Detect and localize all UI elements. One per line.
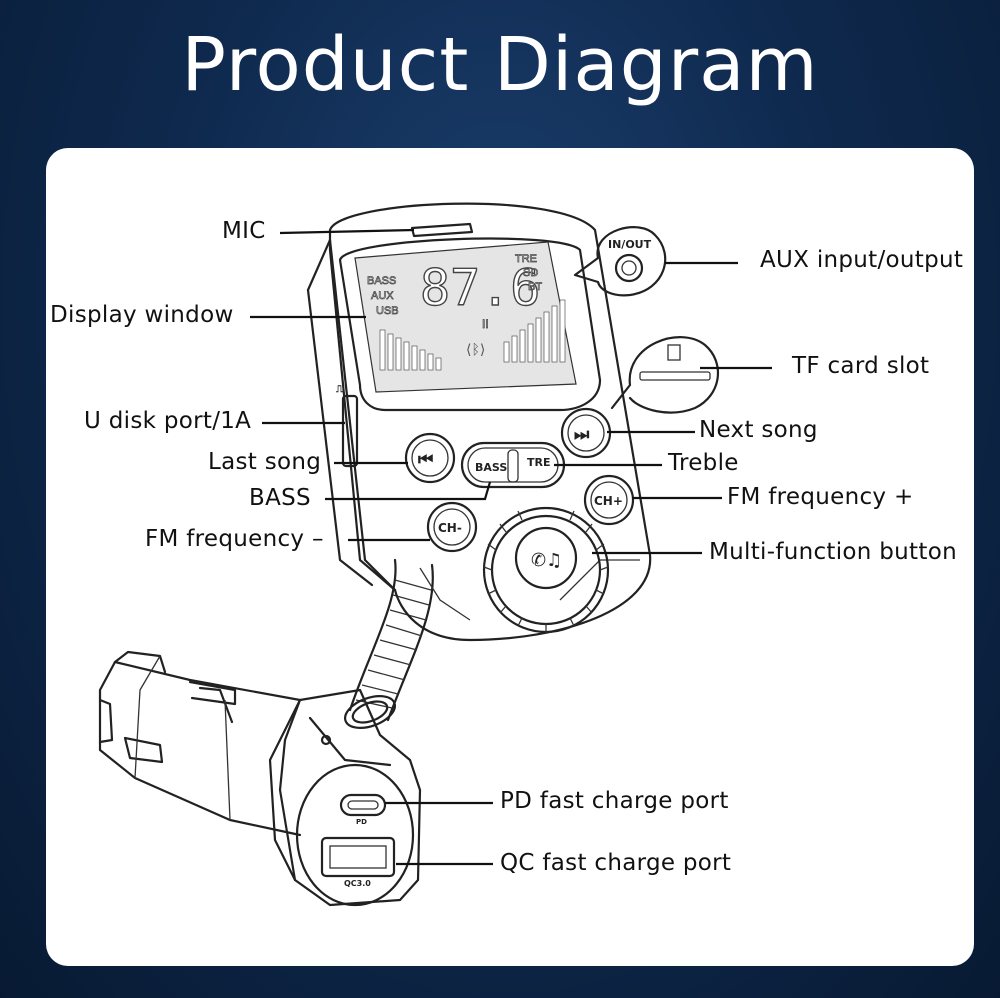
label-u-disk-port: U disk port/1A	[84, 408, 252, 434]
qc-port-shape	[320, 836, 396, 878]
label-bass: BASS	[249, 485, 311, 511]
head-unit: ⎍ 87.6 BASS AUX USB TRE SD BT II ⟨ᛒ⟩	[306, 202, 652, 642]
lcd-pause: II	[482, 317, 489, 331]
ch-plus-label: CH+	[594, 494, 623, 508]
label-next-song: Next song	[699, 417, 818, 443]
lcd-mode-tre: TRE	[515, 253, 537, 265]
label-aux: AUX input/output	[760, 247, 964, 273]
label-fm-minus: FM frequency –	[145, 526, 324, 552]
qc-port-mark: QC3.0	[344, 879, 371, 888]
leader-lines	[250, 228, 772, 866]
u-disk-port-shape	[341, 394, 359, 468]
label-fm-plus: FM frequency +	[727, 484, 914, 510]
lcd-bt-signal-icon: ⟨ᛒ⟩	[466, 341, 485, 357]
lcd-mode-usb: USB	[376, 305, 399, 317]
lcd-frequency: 87.6	[420, 259, 540, 317]
fast-forward-icon: ⏭	[574, 425, 590, 445]
label-last-song: Last song	[208, 449, 322, 475]
car-plug	[98, 650, 302, 837]
page-title: Product Diagram	[181, 22, 819, 108]
phone-music-icon: ✆♫	[531, 550, 562, 571]
tre-button-label: TRE	[527, 456, 551, 469]
lcd-equalizer-right	[503, 299, 566, 363]
multi-function-knob[interactable]: ✆♫	[482, 506, 610, 634]
tf-card-callout	[610, 336, 719, 414]
gooseneck	[344, 558, 434, 729]
ch-minus-label: CH-	[438, 521, 462, 535]
lcd-mode-aux: AUX	[371, 290, 394, 302]
ch-plus-button[interactable]: CH+	[583, 474, 635, 526]
label-treble: Treble	[668, 450, 739, 476]
rewind-icon: ⏮	[418, 450, 433, 470]
bass-treble-rocker[interactable]: BASS TRE	[460, 441, 566, 489]
label-mic: MIC	[222, 218, 266, 244]
last-song-button[interactable]: ⏮	[404, 432, 456, 484]
sd-card-icon	[667, 344, 681, 361]
in-out-mark: IN/OUT	[608, 238, 652, 251]
lcd-mode-sd: SD	[523, 267, 538, 279]
bass-button-label: BASS	[475, 461, 507, 474]
charger-body: PD QC3.0	[268, 688, 422, 907]
aux-jack-icon	[614, 253, 644, 283]
lcd-mode-bt: BT	[528, 281, 542, 293]
label-display-window: Display window	[50, 302, 234, 328]
pd-port-shape	[339, 793, 387, 817]
label-pd-port: PD fast charge port	[500, 788, 729, 814]
svg-text:⎍: ⎍	[335, 384, 344, 395]
next-song-button[interactable]: ⏭	[560, 407, 612, 459]
aux-port-callout: IN/OUT	[573, 226, 667, 297]
lcd-mode-bass: BASS	[367, 275, 396, 287]
label-multi-function: Multi-function button	[709, 539, 957, 565]
pd-port-mark: PD	[356, 818, 367, 826]
label-qc-port: QC fast charge port	[500, 850, 732, 876]
lcd-equalizer-left	[379, 329, 442, 371]
label-tf-card: TF card slot	[792, 353, 930, 379]
ch-minus-button[interactable]: CH-	[426, 501, 478, 553]
mic-slot	[410, 222, 474, 238]
